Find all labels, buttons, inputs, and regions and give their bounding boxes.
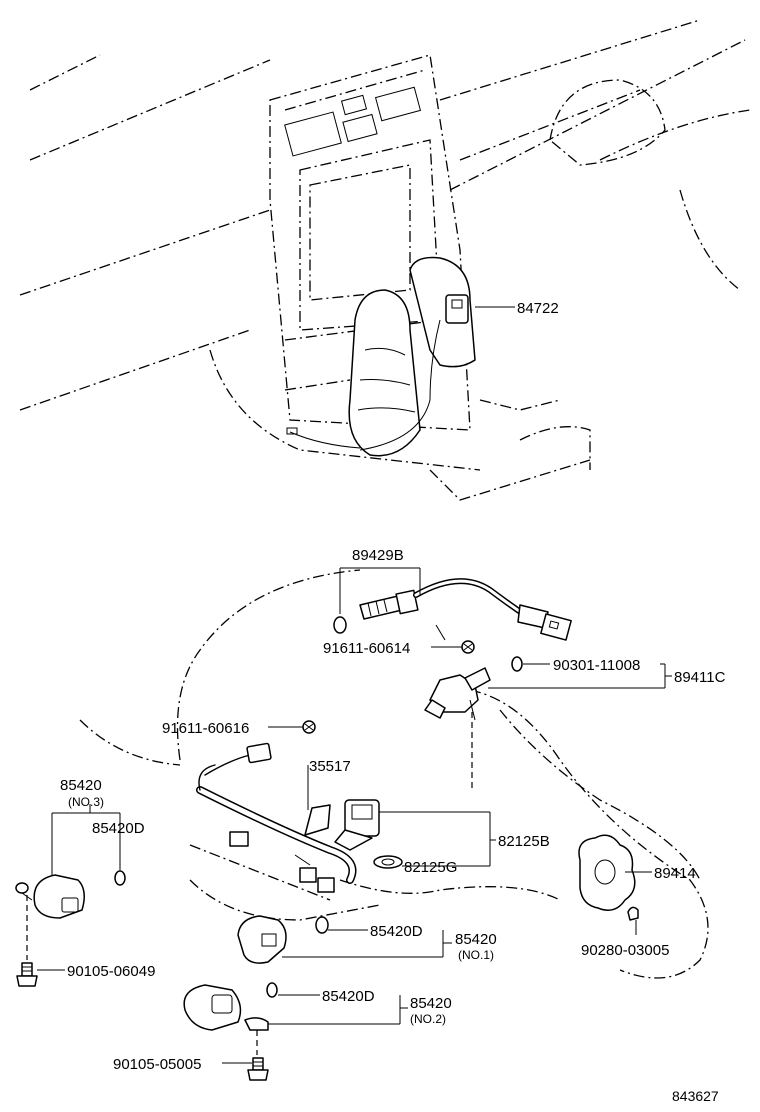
label-85420d-b: 85420D xyxy=(370,923,423,940)
label-85420d-c: 85420D xyxy=(322,988,375,1005)
label-85420-no2-sub: (NO.2) xyxy=(410,1012,446,1026)
label-85420-no3: 85420 xyxy=(60,777,102,794)
label-85420d-a: 85420D xyxy=(92,820,145,837)
label-91611-60614: 91611-60614 xyxy=(323,640,410,657)
label-90280-03005: 90280-03005 xyxy=(581,942,669,959)
label-82125g: 82125G xyxy=(404,859,457,876)
reference-code: 843627 xyxy=(672,1088,719,1104)
label-85420-no1: 85420 xyxy=(455,931,497,948)
label-89414: 89414 xyxy=(654,865,696,882)
knock-sensor-no3-shape xyxy=(15,870,126,987)
part-labels: 84722 89429B 91611-60614 90301-11008 894… xyxy=(60,300,726,1104)
label-89429b: 89429B xyxy=(352,547,404,564)
label-89411c: 89411C xyxy=(674,669,726,686)
label-84722: 84722 xyxy=(517,300,559,317)
oxygen-sensor-89429b xyxy=(333,578,572,641)
crank-angle-sensor-89414-shape xyxy=(578,834,639,921)
label-82125b: 82125B xyxy=(498,833,550,850)
label-90105-05005: 90105-05005 xyxy=(113,1056,201,1073)
label-91611-60616: 91611-60616 xyxy=(162,720,249,737)
knock-sensor-no2-shape xyxy=(183,982,278,1081)
plug-91611-60614-shape xyxy=(461,640,475,654)
label-85420-no2: 85420 xyxy=(410,995,452,1012)
engine-outline xyxy=(79,569,709,979)
label-35517: 35517 xyxy=(309,758,351,775)
label-85420-no3-sub: (NO.3) xyxy=(68,795,104,809)
leader-lines xyxy=(37,306,672,1064)
knock-sensor-no1-shape xyxy=(237,915,329,964)
wire-harness-shape xyxy=(196,742,403,893)
plug-91611-60616-shape xyxy=(302,720,316,734)
vsv-89411c-shape xyxy=(424,656,523,790)
label-90105-06049: 90105-06049 xyxy=(67,963,155,980)
label-85420-no1-sub: (NO.1) xyxy=(458,948,494,962)
dashboard-illustration xyxy=(19,19,751,501)
label-90301-11008: 90301-11008 xyxy=(553,657,640,674)
